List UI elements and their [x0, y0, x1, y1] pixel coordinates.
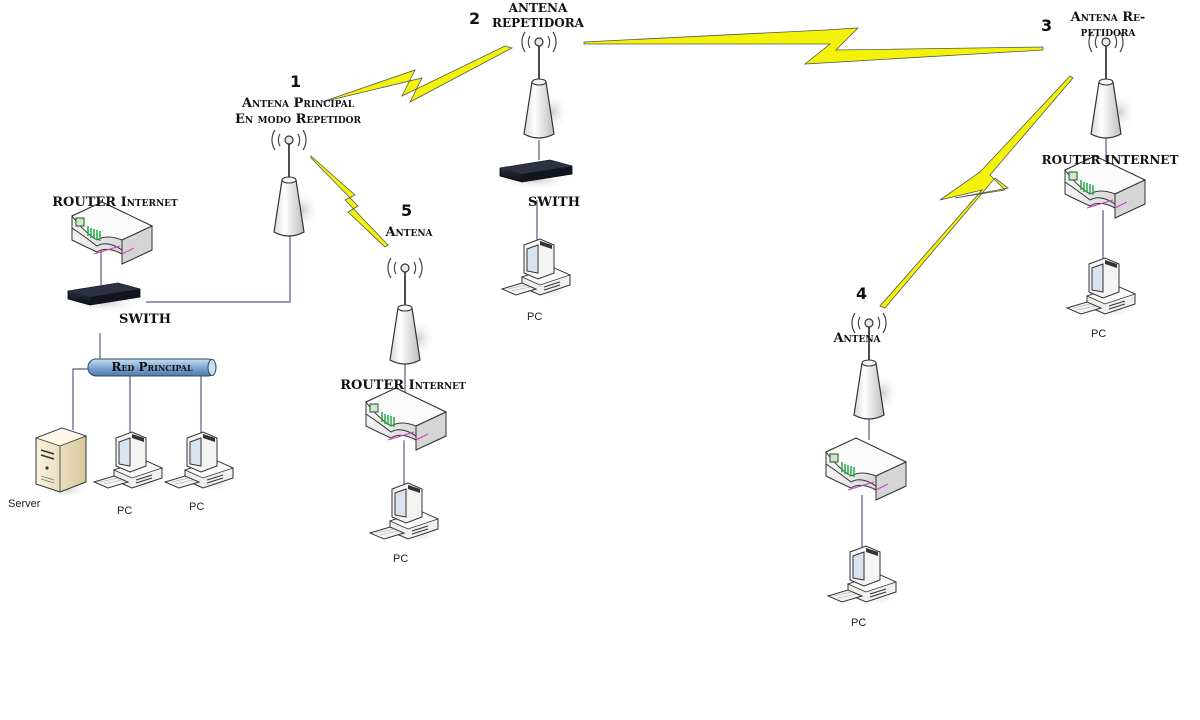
antenna-5[interactable]	[387, 257, 436, 365]
server-label: Server	[8, 498, 41, 510]
antenna-4-number: 4	[856, 284, 868, 303]
main-network-bus[interactable]	[87, 358, 217, 377]
antenna-4[interactable]	[851, 312, 900, 420]
antenna-1-label-line1: Antena Principal	[241, 96, 355, 111]
switch-2-label: SWITH	[527, 195, 581, 210]
antenna-5-label: Antena	[385, 225, 433, 240]
antenna-3-label-line1: Antena Re-	[1070, 10, 1146, 25]
pc-4-label: PC	[851, 617, 867, 629]
main-pc-2-label: PC	[189, 501, 205, 513]
main-switch-label: SWITH	[118, 312, 172, 327]
wireless-link-2-3	[583, 27, 1044, 65]
antenna-2-label-line2: REPETIDORA	[492, 16, 584, 30]
pc-5[interactable]	[369, 482, 443, 544]
main-pc-2[interactable]	[164, 431, 238, 493]
router-5[interactable]	[365, 387, 452, 451]
wireless-links	[310, 27, 1074, 309]
wire-bus-to-server	[72, 368, 90, 430]
antenna-5-number: 5	[401, 201, 413, 220]
wire-switch-to-antenna1	[146, 235, 291, 303]
antenna-1-label-line2: En modo Repetidor	[235, 112, 361, 127]
antenna-1[interactable]	[271, 129, 320, 237]
pc-2[interactable]	[501, 238, 575, 300]
main-switch[interactable]	[63, 282, 145, 314]
antenna-3[interactable]	[1088, 31, 1137, 139]
main-router[interactable]	[71, 201, 158, 265]
router-4[interactable]	[825, 437, 912, 501]
wireless-link-3-4	[879, 75, 1074, 309]
antenna-2-number: 2	[469, 9, 481, 28]
main-pc-1-label: PC	[117, 505, 133, 517]
main-router-label: ROUTER Internet	[52, 195, 178, 210]
antenna-2-label-line1: ANTENA	[508, 1, 568, 15]
wireless-link-1-5	[310, 155, 389, 248]
antenna-2[interactable]	[521, 31, 570, 139]
antenna-1-number: 1	[290, 72, 302, 91]
antenna-3-number: 3	[1041, 16, 1053, 35]
pc-4[interactable]	[827, 545, 901, 607]
main-pc-1[interactable]	[93, 431, 167, 493]
router-3-label: ROUTER INTERNET	[1041, 153, 1179, 167]
server[interactable]	[34, 427, 90, 498]
router-5-label: ROUTER Internet	[340, 378, 466, 393]
pc-3[interactable]	[1066, 257, 1140, 319]
pc-3-label: PC	[1091, 328, 1107, 340]
pc-2-label: PC	[527, 311, 543, 323]
pc-5-label: PC	[393, 553, 409, 565]
antenna-4-label: Antena	[833, 331, 881, 346]
main-network-label: Red Principal	[111, 360, 193, 374]
wireless-link-1-2	[321, 45, 514, 103]
switch-2[interactable]	[495, 159, 577, 191]
wired-connections	[72, 138, 1107, 550]
antenna-3-label-line2: petidora	[1080, 25, 1136, 40]
